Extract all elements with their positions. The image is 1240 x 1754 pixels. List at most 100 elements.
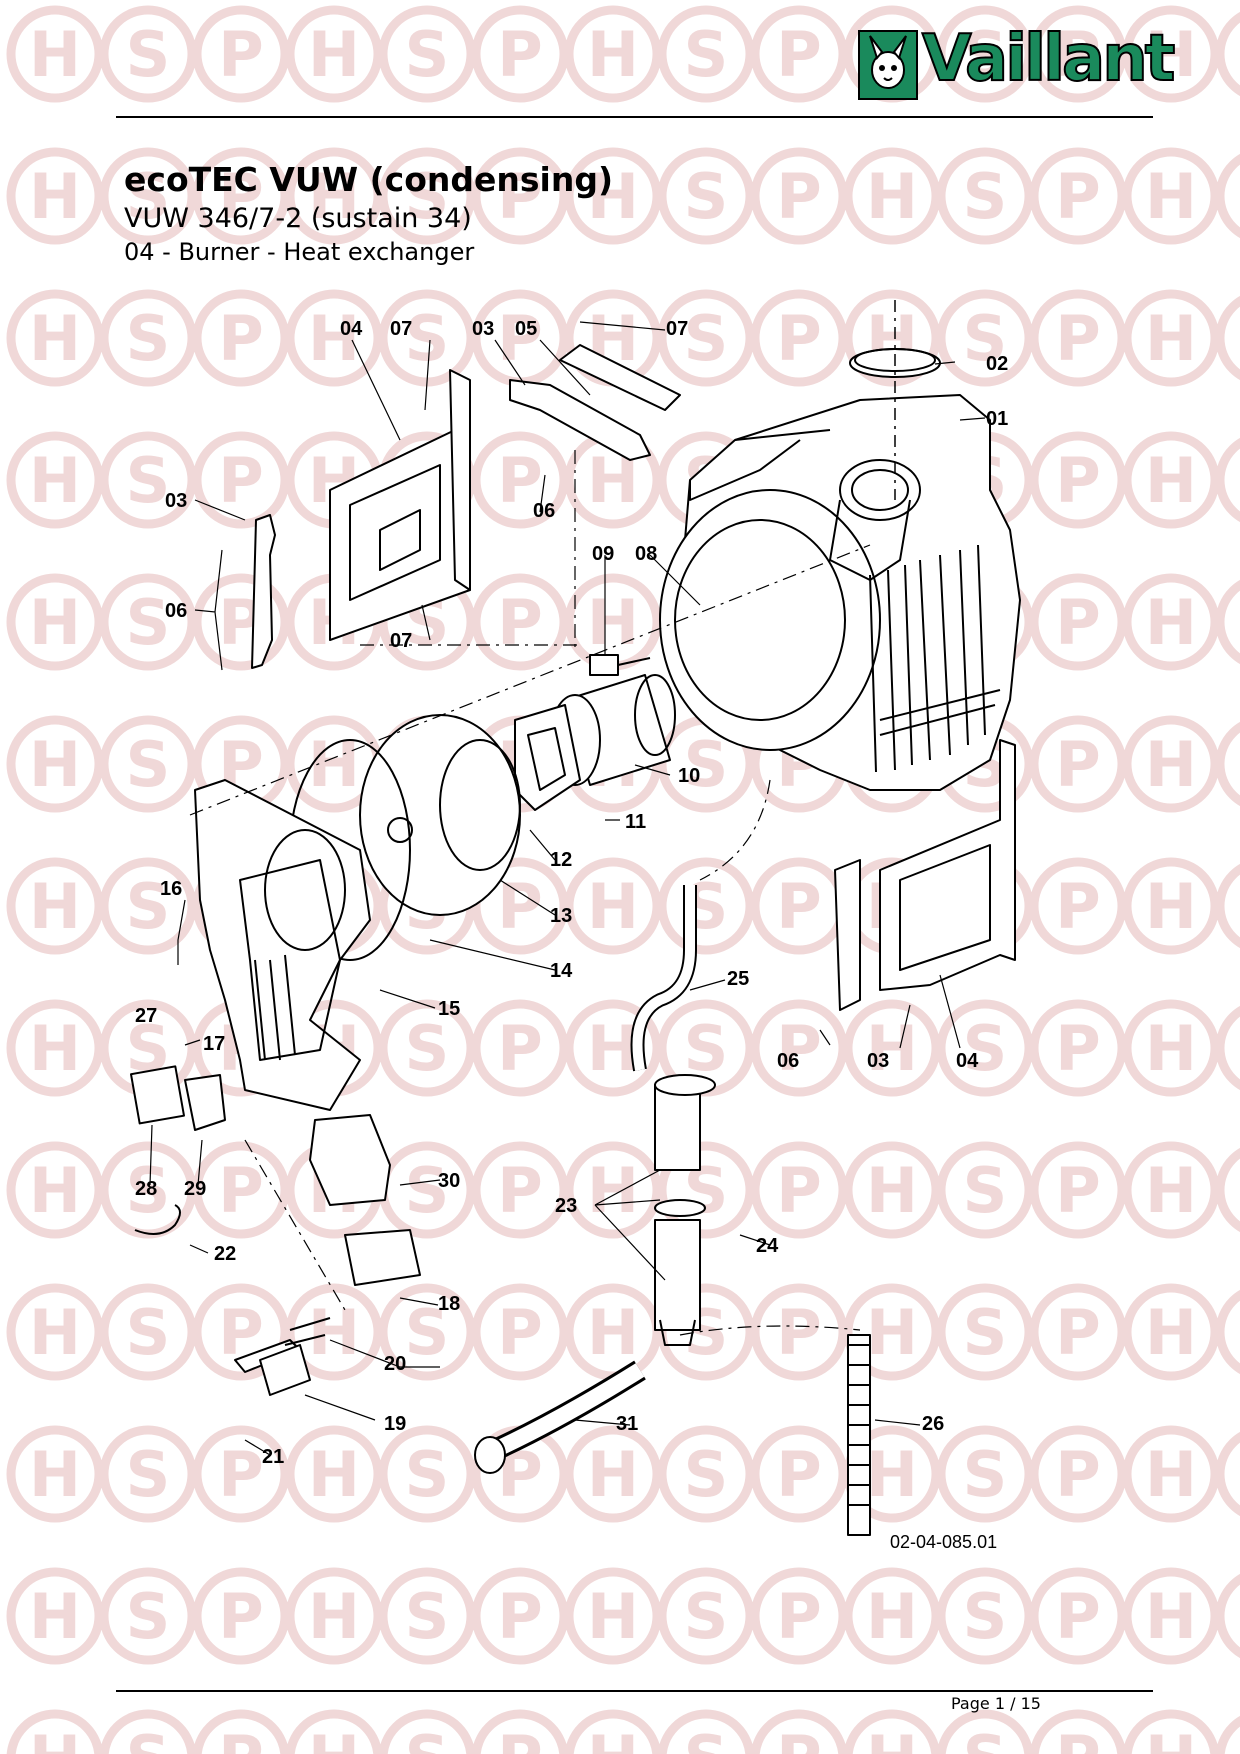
- watermark-circle: [843, 289, 941, 387]
- watermark-circle: [99, 573, 197, 671]
- watermark-circle: [657, 1567, 755, 1665]
- watermark-circle: [936, 1283, 1034, 1381]
- watermark-circle: [1029, 1141, 1127, 1239]
- watermark-circle: [6, 1709, 104, 1754]
- watermark-circle: [99, 431, 197, 529]
- watermark-letter: P: [1055, 1438, 1100, 1511]
- watermark-circle: [285, 289, 383, 387]
- part-label: 06: [165, 600, 187, 622]
- condensate-drain-pipe: [847, 1334, 871, 1536]
- watermark-letter: P: [1055, 586, 1100, 659]
- watermark-circle: [471, 1709, 569, 1754]
- watermark-circle: [378, 5, 476, 103]
- watermark-circle: [843, 999, 941, 1097]
- watermark-letter: H: [29, 586, 81, 659]
- watermark-circle: [6, 999, 104, 1097]
- watermark-letter: S: [405, 1722, 450, 1754]
- watermark-circle: [1215, 1289, 1240, 1375]
- part-label: 07: [390, 630, 412, 652]
- watermark-circle: [1029, 857, 1127, 955]
- part-label: 18: [438, 1293, 460, 1315]
- watermark-letter: H: [29, 1580, 81, 1653]
- watermark-letter: H: [866, 1722, 918, 1754]
- watermark-circle: [1122, 147, 1220, 245]
- watermark-letter: S: [963, 18, 1008, 91]
- watermark-circle: [564, 5, 662, 103]
- watermark-circle: [936, 5, 1034, 103]
- watermark-letter: P: [776, 870, 821, 943]
- watermark-letter: P: [218, 444, 263, 517]
- part-label: 23: [555, 1195, 577, 1217]
- watermark-circle: [1215, 1147, 1240, 1233]
- part-label: 28: [135, 1178, 157, 1200]
- watermark-circle: [564, 1709, 662, 1754]
- watermark-letter: P: [497, 1154, 542, 1227]
- watermark-circle: [657, 1141, 755, 1239]
- part-label: 03: [867, 1050, 889, 1072]
- watermark-circle: [1215, 1573, 1240, 1659]
- watermark-circle: [936, 1425, 1034, 1523]
- watermark-circle: [378, 1709, 476, 1754]
- watermark-letter: S: [405, 302, 450, 375]
- watermark-letter: P: [497, 1580, 542, 1653]
- watermark-circle: [99, 857, 197, 955]
- watermark-letter: H: [866, 1154, 918, 1227]
- part-label: 04: [340, 318, 363, 340]
- part-label: 22: [214, 1243, 236, 1265]
- watermark-letter: S: [405, 1012, 450, 1085]
- watermark-circle: [192, 289, 290, 387]
- watermark-letter: H: [29, 1154, 81, 1227]
- watermark-letter: H: [308, 302, 360, 375]
- watermark-circle: [471, 431, 569, 529]
- watermark-circle: [1122, 1425, 1220, 1523]
- watermark-letter: S: [126, 1438, 171, 1511]
- watermark-letter: H: [29, 1296, 81, 1369]
- watermark-letter: P: [497, 444, 542, 517]
- watermark-letter: P: [497, 1722, 542, 1754]
- watermark-letter: H: [29, 1722, 81, 1754]
- part-label: 27: [135, 1005, 157, 1027]
- temperature-sensor: [589, 654, 651, 676]
- watermark-circle: [1215, 11, 1240, 97]
- watermark-letter: P: [497, 586, 542, 659]
- part-label: 31: [616, 1413, 638, 1435]
- part-label: 15: [438, 998, 460, 1020]
- part-label: 29: [184, 1178, 206, 1200]
- part-label: 06: [777, 1050, 799, 1072]
- part-label: 01: [986, 408, 1008, 430]
- part-label: 26: [922, 1413, 944, 1435]
- watermark-circle: [564, 147, 662, 245]
- watermark-circle: [1122, 857, 1220, 955]
- watermark-letter: P: [776, 1296, 821, 1369]
- watermark-circle: [1029, 289, 1127, 387]
- watermark-circle: [6, 715, 104, 813]
- watermark-letter: S: [684, 1580, 729, 1653]
- watermark-circle: [192, 147, 290, 245]
- watermark-letter: S: [405, 160, 450, 233]
- watermark-circle: [564, 1141, 662, 1239]
- part-label: 07: [666, 318, 688, 340]
- watermark-letter: S: [963, 1580, 1008, 1653]
- part-label: 19: [384, 1413, 406, 1435]
- watermark-letter: P: [497, 160, 542, 233]
- watermark-circle: [471, 1567, 569, 1665]
- watermark-circle: [1215, 437, 1240, 523]
- watermark-letter: H: [587, 1722, 639, 1754]
- part-label: 05: [515, 318, 537, 340]
- watermark-letter: H: [1145, 18, 1197, 91]
- watermark-circle: [99, 147, 197, 245]
- watermark-letter: H: [587, 870, 639, 943]
- heat-exchanger: [659, 394, 1021, 791]
- watermark-letter: S: [405, 1580, 450, 1653]
- watermark-letter: P: [1055, 444, 1100, 517]
- watermark-circle: [471, 573, 569, 671]
- watermark-letter: H: [587, 1154, 639, 1227]
- watermark-letter: P: [1055, 1296, 1100, 1369]
- watermark-letter: S: [126, 586, 171, 659]
- watermark-letter: P: [1055, 302, 1100, 375]
- watermark-letter: H: [1145, 1580, 1197, 1653]
- watermark-circle: [192, 1709, 290, 1754]
- watermark-circle: [936, 999, 1034, 1097]
- footer-divider: [116, 1690, 1153, 1692]
- watermark-letter: H: [308, 1296, 360, 1369]
